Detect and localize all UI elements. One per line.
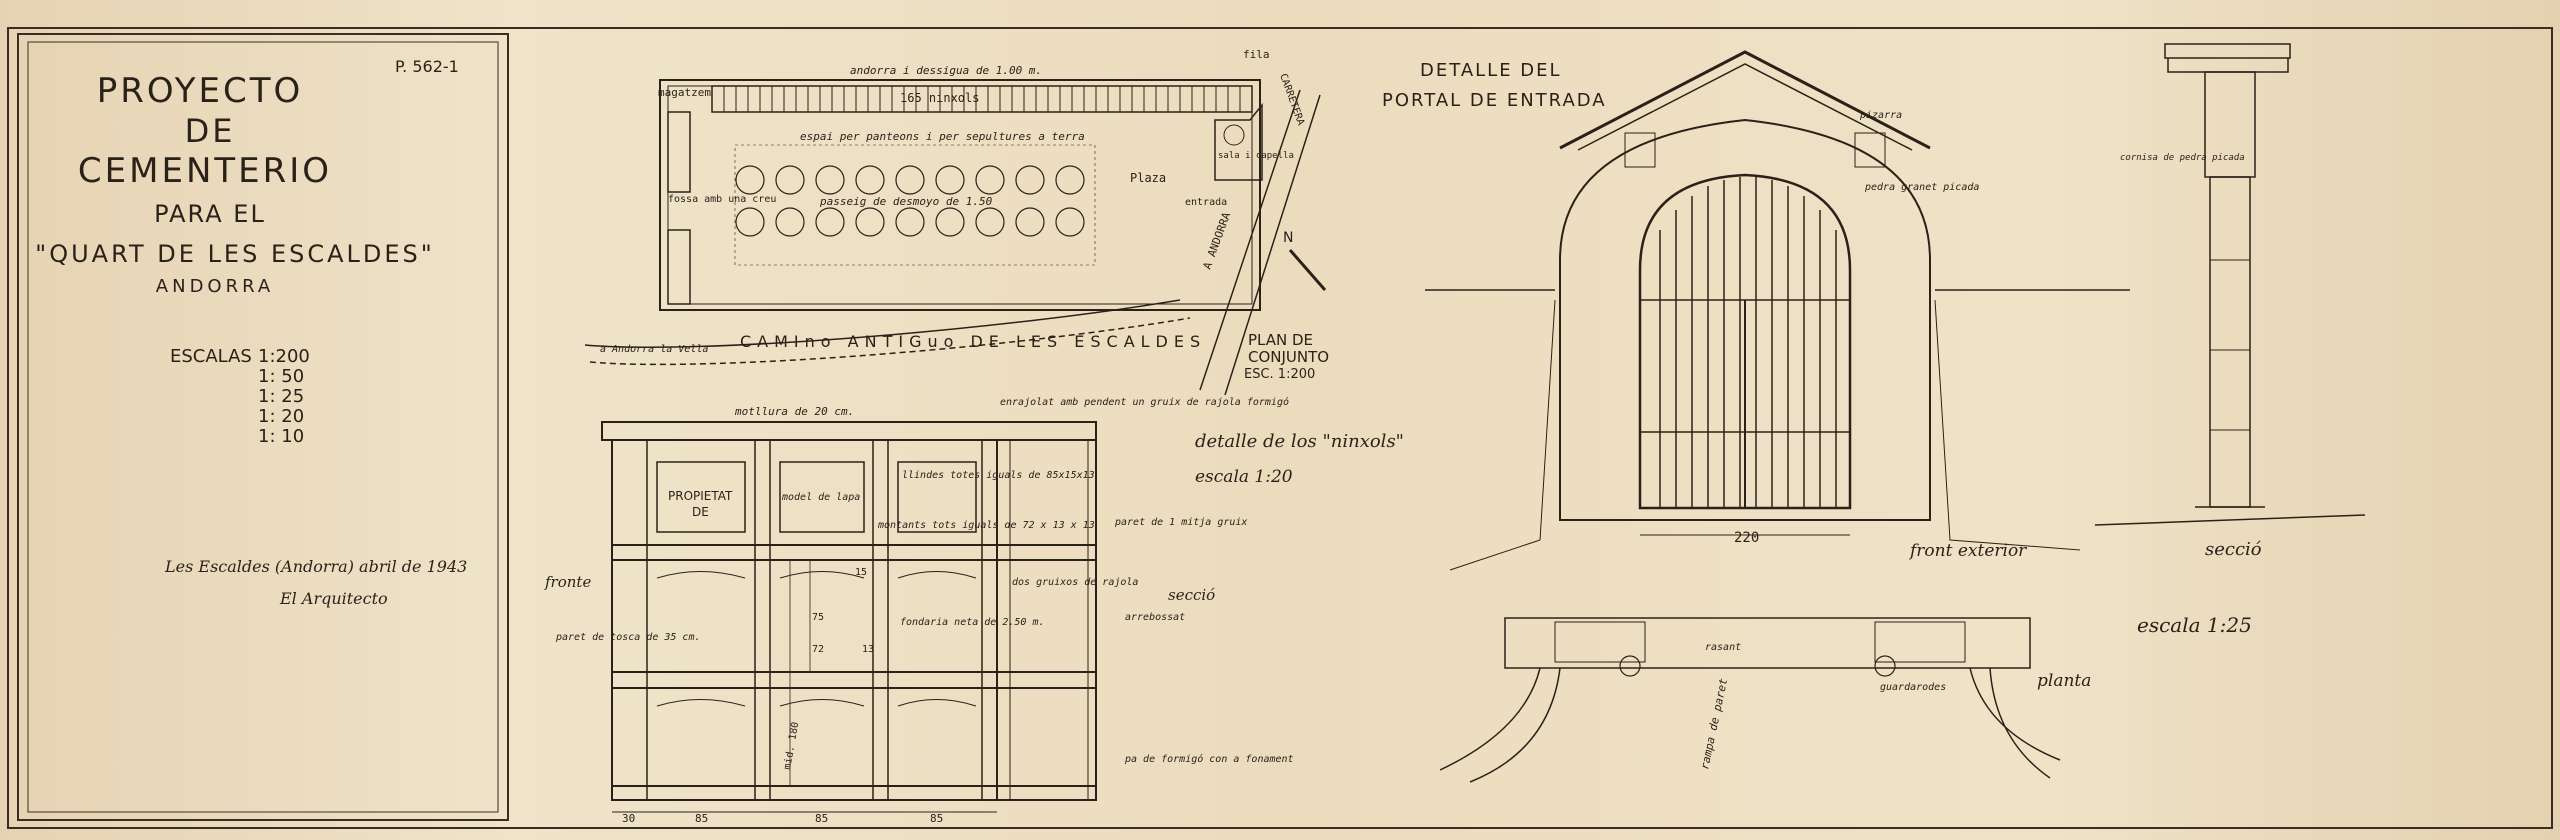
portal-detail: [1425, 50, 2130, 783]
plan-andorra-road: A ANDORRA: [1201, 210, 1234, 271]
title-andorra: ANDORRA: [156, 276, 274, 297]
title-frame: [17, 33, 509, 821]
title-proyecto: PROYECTO: [97, 71, 304, 111]
niches-fronte: fronte: [544, 573, 591, 591]
plan-title-2: CONJUNTO: [1248, 348, 1329, 366]
title-cementerio: CEMENTERIO: [78, 151, 332, 191]
dim-75: 75: [812, 612, 824, 623]
dim-bottom-85b: 85: [815, 812, 828, 825]
portal-width: 220: [1734, 530, 1759, 546]
portal-title-2: PORTAL DE ENTRADA: [1382, 90, 1607, 111]
plaque-de: DE: [692, 505, 709, 519]
scale-3: 1: 25: [258, 386, 304, 407]
dim-bottom-85a: 85: [695, 812, 708, 825]
plan-scale: ESC. 1:200: [1244, 367, 1315, 382]
site-plan: [584, 79, 1327, 396]
portal-guardarodes: guardarodes: [1880, 682, 1946, 693]
plan-fossa: fossa amb una creu: [668, 194, 776, 205]
plan-nichos: 165 ninxols: [900, 91, 979, 105]
plan-north: N: [1283, 230, 1293, 246]
plan-camino: CAMIno ANTIGuo DE LES ESCALDES: [740, 332, 1206, 351]
niches-paret-ext: paret de 1 mitja gruix: [1114, 517, 1247, 528]
dim-bottom-30: 30: [622, 812, 635, 825]
scales-label: ESCALAS: [170, 346, 252, 367]
portal-granito: pedra granet picada: [1864, 182, 1979, 193]
plan-magatzem: magatzem: [658, 86, 711, 99]
pillar-section: [2094, 43, 2366, 526]
title-de: DE: [185, 112, 236, 150]
niches-detail: [601, 421, 1097, 813]
scale-4: 1: 20: [258, 406, 304, 427]
dim-72: 72: [812, 644, 824, 655]
place-date: Les Escaldes (Andorra) abril de 1943: [164, 557, 467, 576]
niches-fondaria: fondaria neta de 2.50 m.: [900, 617, 1045, 628]
niches-lindes: llindes totes iguals de 85x15x13: [902, 470, 1095, 481]
dim-bottom-85c: 85: [930, 812, 943, 825]
plan-carretera: CARRETERA: [1277, 72, 1306, 127]
niches-montants: montants tots iguals de 72 x 13 x 13: [877, 520, 1095, 531]
plan-entrada: entrada: [1185, 197, 1227, 208]
niches-base: pa de formigó con a fonament: [1124, 753, 1294, 765]
niches-title: detalle de los "ninxols": [1195, 431, 1404, 452]
signature: El Arquitecto: [279, 589, 388, 608]
title-para-el: PARA EL: [154, 200, 266, 228]
plan-top-dim: andorra i dessigua de 1.00 m.: [850, 64, 1042, 77]
portal-rampa: rampa de paret: [1698, 677, 1730, 771]
scale-2: 1: 50: [258, 366, 304, 387]
plan-capilla: sala i capella: [1218, 151, 1294, 161]
niches-dos-gruixos: dos gruixos de rajola: [1012, 577, 1138, 588]
niches-top-note: motllura de 20 cm.: [734, 405, 854, 418]
portal-planta: planta: [2037, 671, 2091, 691]
portal-front: front exterior: [1908, 541, 2027, 561]
plaque-propietat: PROPIETAT: [668, 489, 733, 503]
plan-title: PLAN DE: [1248, 331, 1313, 349]
portal-scale: escala 1:25: [2137, 613, 2252, 637]
dim-15: 15: [855, 567, 867, 578]
niches-scale: escala 1:20: [1195, 467, 1293, 487]
pillar-label: secció: [2205, 539, 2262, 560]
plan-plaza: Plaza: [1130, 171, 1166, 185]
plan-fila: fila: [1243, 48, 1270, 61]
niches-tile-note: enrajolat amb pendent un gruix de rajola…: [1000, 396, 1289, 408]
portal-pizarra: pizarra: [1859, 110, 1902, 121]
outer-frame: [7, 27, 2553, 829]
portal-title-1: DETALLE DEL: [1420, 60, 1562, 81]
scale-5: 1: 10: [258, 426, 304, 447]
dim-13: 13: [862, 644, 874, 655]
title-quart: "QUART DE LES ESCALDES": [35, 240, 435, 268]
title-frame-inner: [27, 41, 499, 813]
dim-180: mid. 180: [782, 721, 801, 770]
niches-paret-tosca: paret de tosca de 35 cm.: [555, 632, 701, 643]
niches-model: model de lapa: [781, 492, 860, 503]
plan-la-vella: a Andorra la Vella: [600, 344, 708, 355]
plan-passeig: passeig de desmoyo de 1.50: [819, 195, 993, 208]
pillar-note: cornisa de pedra picada: [2120, 153, 2245, 163]
portal-rasant: rasant: [1705, 642, 1741, 653]
niches-arrebossat: arrebossat: [1125, 612, 1185, 623]
sheet-ref: P. 562-1: [395, 57, 459, 76]
scale-1: 1:200: [258, 346, 310, 367]
niches-seccio: secció: [1168, 586, 1215, 604]
plan-space-label: espai per panteons i per sepultures a te…: [800, 130, 1085, 143]
